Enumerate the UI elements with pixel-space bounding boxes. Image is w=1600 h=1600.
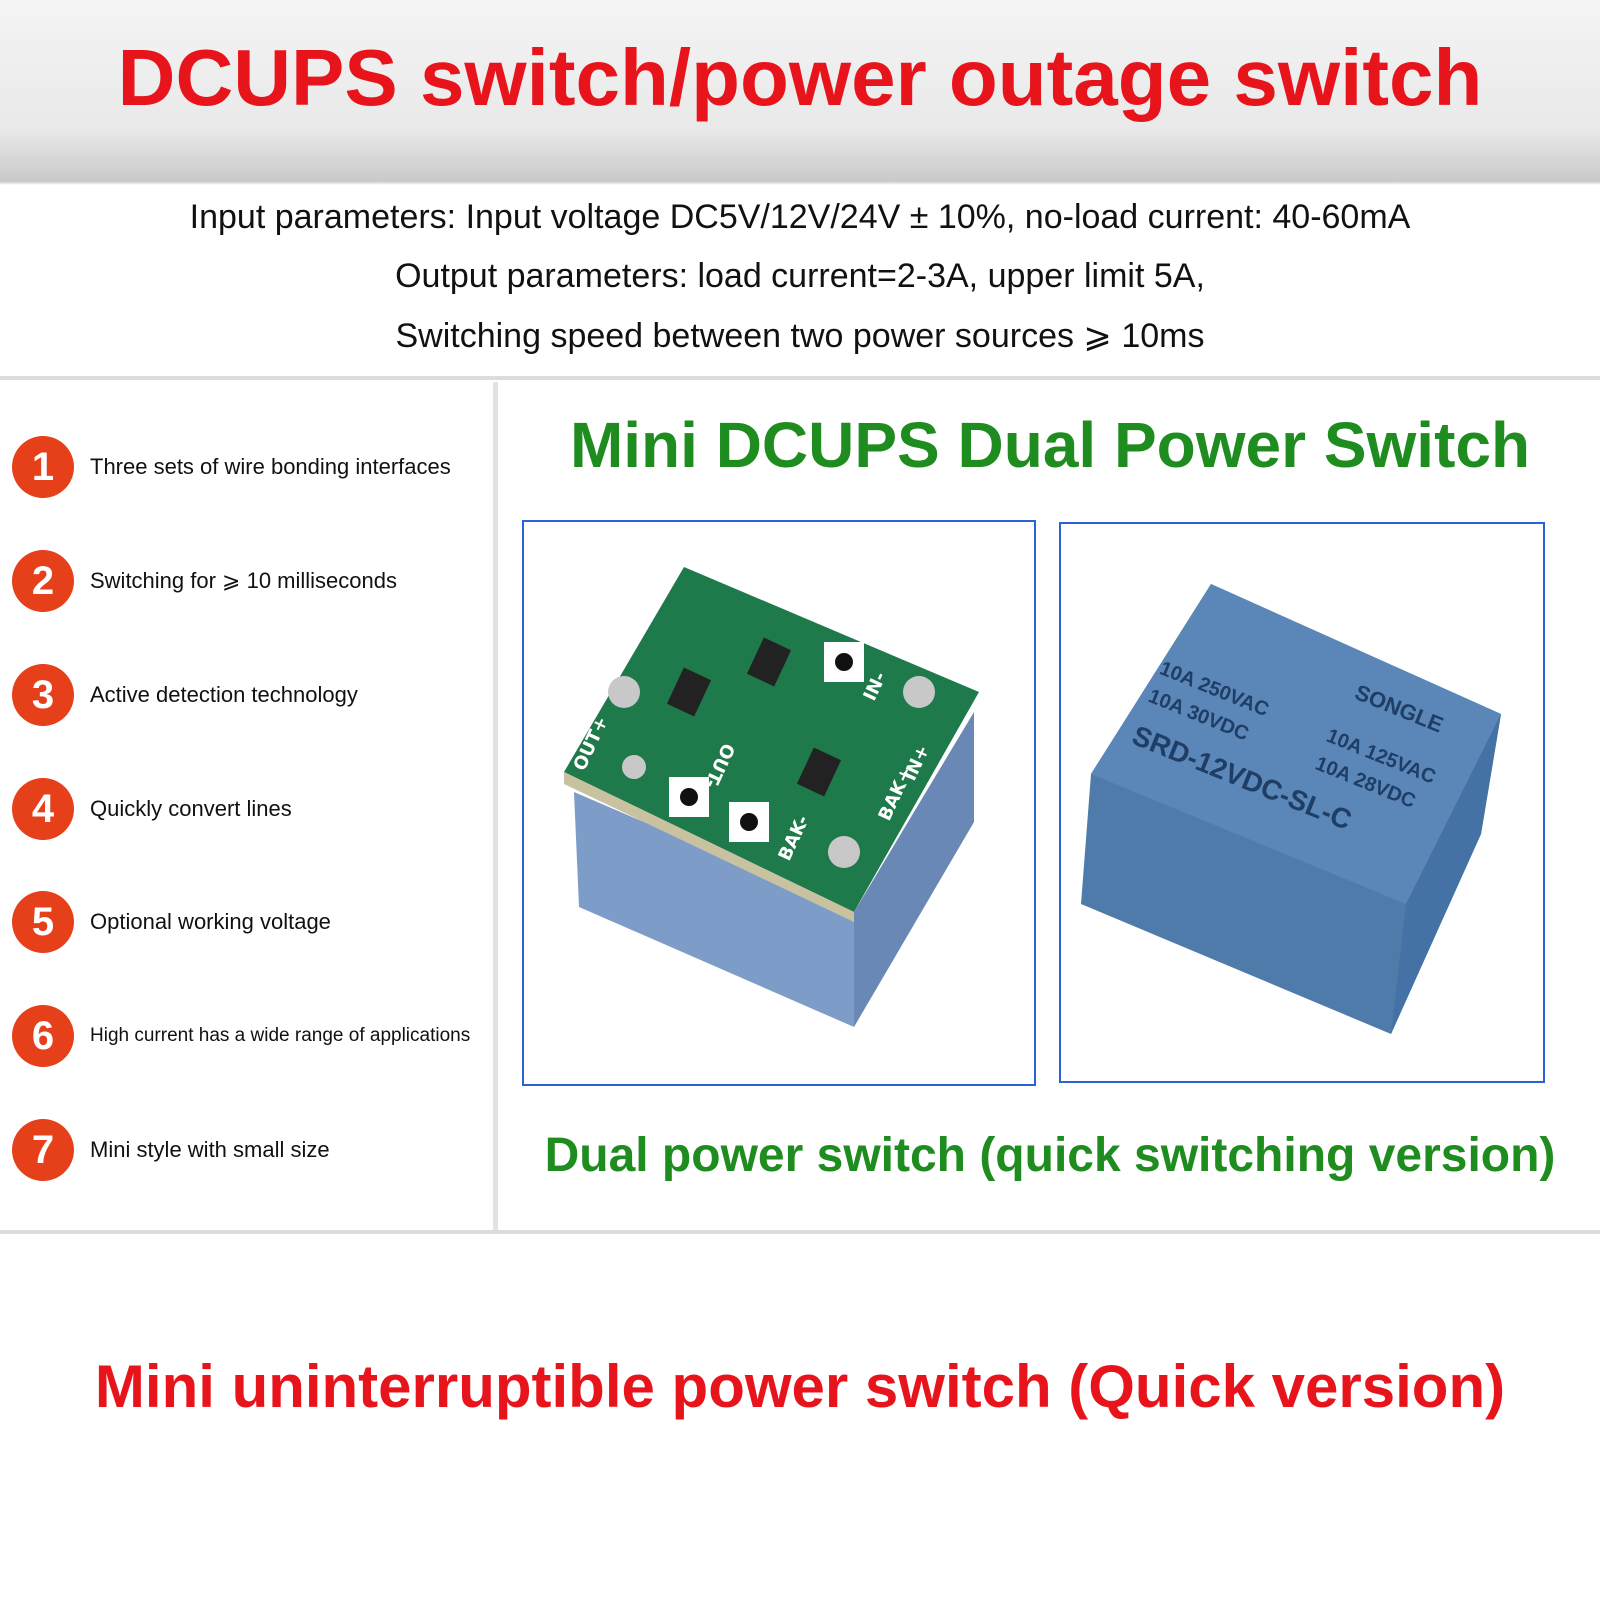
feature-text: Three sets of wire bonding interfaces xyxy=(90,454,451,479)
product-caption: Dual power switch (quick switching versi… xyxy=(544,1129,1556,1182)
input-parameters: Input parameters: Input voltage DC5V/12V… xyxy=(189,198,1411,236)
feature-item: 5 Optional working voltage xyxy=(12,890,331,954)
number-badge: 2 xyxy=(12,550,74,612)
pcb-module-photo: OUT+ IN- IN+ OUT- BAK- BAK+ xyxy=(522,520,1036,1086)
page-title: DCUPS switch/power outage switch xyxy=(117,33,1483,122)
title-band xyxy=(0,0,1600,185)
feature-item: 3 Active detection technology xyxy=(12,663,358,727)
number-badge: 4 xyxy=(12,778,74,840)
switching-speed: Switching speed between two power source… xyxy=(395,317,1205,355)
bottom-title: Mini uninterruptible power switch (Quick… xyxy=(94,1353,1506,1420)
feature-item: 1 Three sets of wire bonding interfaces xyxy=(12,435,451,499)
feature-item: 6 High current has a wide range of applic… xyxy=(12,1004,470,1068)
pcb-module-illustration: OUT+ IN- IN+ OUT- BAK- BAK+ xyxy=(564,567,979,1027)
feature-text: Mini style with small size xyxy=(90,1137,330,1162)
divider-bottom xyxy=(0,1230,1600,1234)
feature-text: Switching for ⩾ 10 milliseconds xyxy=(90,568,398,593)
divider-top xyxy=(0,376,1600,380)
output-parameters: Output parameters: load current=2-3A, up… xyxy=(395,257,1205,295)
feature-text: Quickly convert lines xyxy=(90,796,292,821)
divider-vertical xyxy=(493,382,498,1230)
feature-item: 4 Quickly convert lines xyxy=(12,777,292,841)
number-badge: 3 xyxy=(12,664,74,726)
number-badge: 7 xyxy=(12,1119,74,1181)
number-badge: 5 xyxy=(12,891,74,953)
feature-text: High current has a wide range of applica… xyxy=(90,1025,471,1046)
feature-item: 2 Switching for ⩾ 10 milliseconds xyxy=(12,549,397,613)
product-title: Mini DCUPS Dual Power Switch xyxy=(569,409,1531,481)
relay-illustration: SONGLE 10A 250VAC 10A 30VDC 10A 125VAC 1… xyxy=(1081,584,1501,1034)
feature-item: 7 Mini style with small size xyxy=(12,1118,330,1182)
number-badge: 1 xyxy=(12,436,74,498)
number-badge: 6 xyxy=(12,1005,74,1067)
feature-text: Optional working voltage xyxy=(90,909,331,934)
relay-photo: SONGLE 10A 250VAC 10A 30VDC 10A 125VAC 1… xyxy=(1059,522,1545,1083)
feature-text: Active detection technology xyxy=(90,682,358,707)
